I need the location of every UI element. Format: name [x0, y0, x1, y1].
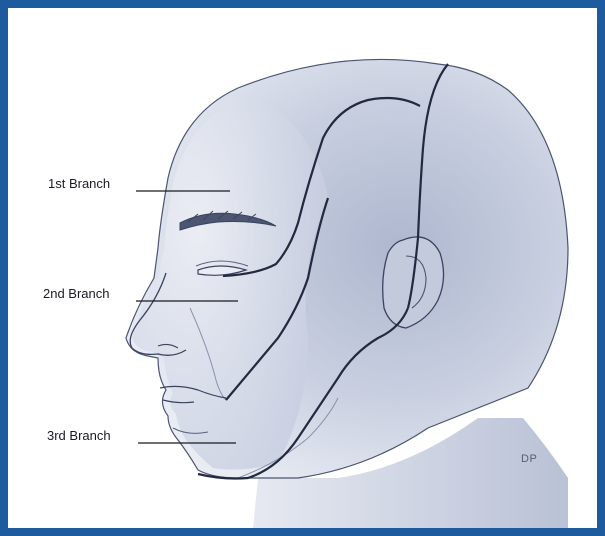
label-2nd-branch: 2nd Branch [43, 286, 110, 301]
label-1st-branch: 1st Branch [48, 176, 110, 191]
label-3rd-branch: 3rd Branch [47, 428, 111, 443]
head-illustration [8, 8, 605, 536]
artist-signature: DP [521, 453, 537, 465]
